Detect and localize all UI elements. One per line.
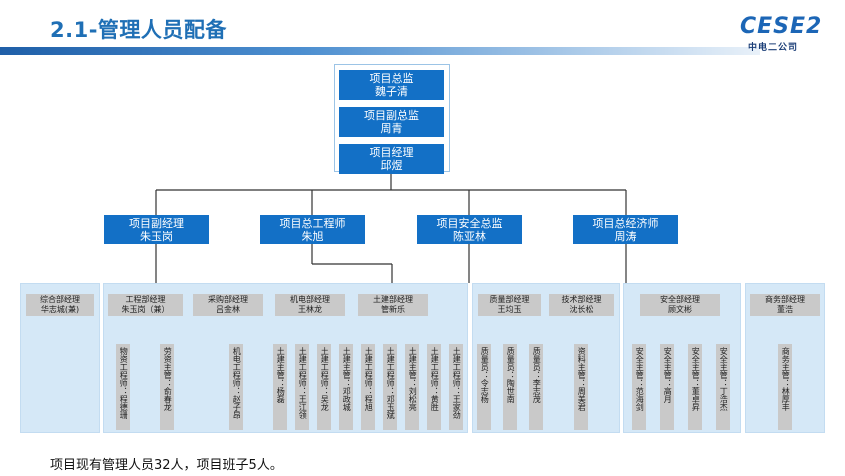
staff-card: 土建主管：邓政城 xyxy=(339,344,353,430)
dept-head-name: 王均玉 xyxy=(497,305,522,314)
dept-title: 质量部经理 xyxy=(489,295,530,304)
deputy-director-title: 项目副总监 xyxy=(364,109,419,122)
staff-card: 商务主管：林厚丰 xyxy=(778,344,792,430)
dept-head-name: 管新乐 xyxy=(381,305,405,314)
staff-card: 安全主管：范海剑 xyxy=(632,344,646,430)
staff-card: 土建工程师：邓玉斌 xyxy=(383,344,397,430)
dept-head-name: 华志城(兼) xyxy=(40,305,80,314)
dept-title: 商务部经理 xyxy=(765,295,805,304)
staff-card: 质量员：陶世南 xyxy=(503,344,517,430)
title-underline xyxy=(0,47,760,55)
dept-safety: 安全部经理 顾文彬 xyxy=(640,294,720,316)
director-title: 项目总监 xyxy=(369,72,414,85)
level2-name: 周涛 xyxy=(614,229,637,243)
company-logo: CESE2 中电二公司 xyxy=(740,14,830,54)
dept-title: 工程部经理 xyxy=(125,295,166,304)
director-box: 项目总监 魏子清 xyxy=(339,70,444,100)
level2-box-chief-engineer: 项目总工程师 朱旭 xyxy=(260,215,365,244)
staff-card: 机电工程师：赵子昂 xyxy=(229,344,243,430)
dept-head-name: 沈长松 xyxy=(569,305,594,314)
dept-head-name: 朱玉岗（兼） xyxy=(121,305,170,314)
staff-card: 安全主管：董卓昇 xyxy=(688,344,702,430)
logo-text: CESE2 xyxy=(740,14,823,39)
dept-head-name: 王林龙 xyxy=(298,305,322,314)
dept-procurement: 采购部经理 吕金林 xyxy=(193,294,263,316)
logo-subtitle: 中电二公司 xyxy=(748,43,799,53)
header-bar: 2.1-管理人员配备 CESE2 中电二公司 xyxy=(0,0,845,58)
staff-card: 质量员：令志杨 xyxy=(477,344,491,430)
staff-card: 质量员：李志茂 xyxy=(529,344,543,430)
dept-admin: 综合部经理 华志城(兼) xyxy=(26,294,94,316)
staff-card: 土建工程师：黄胜 xyxy=(427,344,441,430)
dept-head-name: 顾文彬 xyxy=(668,305,692,314)
dept-head-name: 董浩 xyxy=(777,305,793,314)
level2-title: 项目总工程师 xyxy=(279,216,346,230)
level2-box-safety-director: 项目安全总监 陈亚林 xyxy=(417,215,522,244)
staff-card: 土建工程师：程旭 xyxy=(361,344,375,430)
level2-title: 项目安全总监 xyxy=(436,216,503,230)
level2-name: 陈亚林 xyxy=(453,229,486,243)
level2-title: 项目副经理 xyxy=(129,216,184,230)
dept-title: 采购部经理 xyxy=(208,295,248,304)
dept-title: 土建部经理 xyxy=(373,295,413,304)
dept-title: 技术部经理 xyxy=(561,295,602,304)
staff-card: 安全主管：高月 xyxy=(660,344,674,430)
staff-card: 土建工程师：王家劲 xyxy=(449,344,463,430)
staff-card: 劳资主管：俞春龙 xyxy=(160,344,174,430)
dept-technical: 技术部经理 沈长松 xyxy=(549,294,614,316)
level2-box-chief-economist: 项目总经济师 周涛 xyxy=(573,215,678,244)
deputy-director-box: 项目副总监 周青 xyxy=(339,107,444,137)
dept-title: 机电部经理 xyxy=(290,295,330,304)
deputy-director-name: 周青 xyxy=(380,122,403,135)
level2-name: 朱玉岗 xyxy=(140,229,173,243)
dept-engineering: 工程部经理 朱玉岗（兼） xyxy=(108,294,183,316)
staff-card: 土建主管：刘松亮 xyxy=(405,344,419,430)
manager-box: 项目经理 邱煜 xyxy=(339,144,444,174)
dept-head-name: 吕金林 xyxy=(216,305,240,314)
staff-card: 土建工程师：吴龙 xyxy=(317,344,331,430)
page-title: 2.1-管理人员配备 xyxy=(50,18,227,42)
staff-card: 资料主管：周美君 xyxy=(574,344,588,430)
dept-mechanical: 机电部经理 王林龙 xyxy=(275,294,345,316)
dept-civil: 土建部经理 管新乐 xyxy=(358,294,428,316)
level2-box-deputy-manager: 项目副经理 朱玉岗 xyxy=(104,215,209,244)
level2-name: 朱旭 xyxy=(301,229,324,243)
dept-commerce: 商务部经理 董浩 xyxy=(750,294,820,316)
summary-text: 项目现有管理人员32人，项目班子5人。 xyxy=(50,458,283,473)
dept-title: 综合部经理 xyxy=(40,295,80,304)
manager-title: 项目经理 xyxy=(369,146,414,159)
director-name: 魏子清 xyxy=(375,85,408,98)
dept-title: 安全部经理 xyxy=(660,295,700,304)
level2-title: 项目总经济师 xyxy=(592,216,659,230)
staff-card: 安全主管：丁浩杰 xyxy=(716,344,730,430)
dept-quality: 质量部经理 王均玉 xyxy=(478,294,541,316)
staff-card: 土建主管：杨磊 xyxy=(273,344,287,430)
staff-card: 土建工程师：王江领 xyxy=(295,344,309,430)
staff-card: 物资工程师：程德珊 xyxy=(116,344,130,430)
manager-name: 邱煜 xyxy=(380,159,403,172)
